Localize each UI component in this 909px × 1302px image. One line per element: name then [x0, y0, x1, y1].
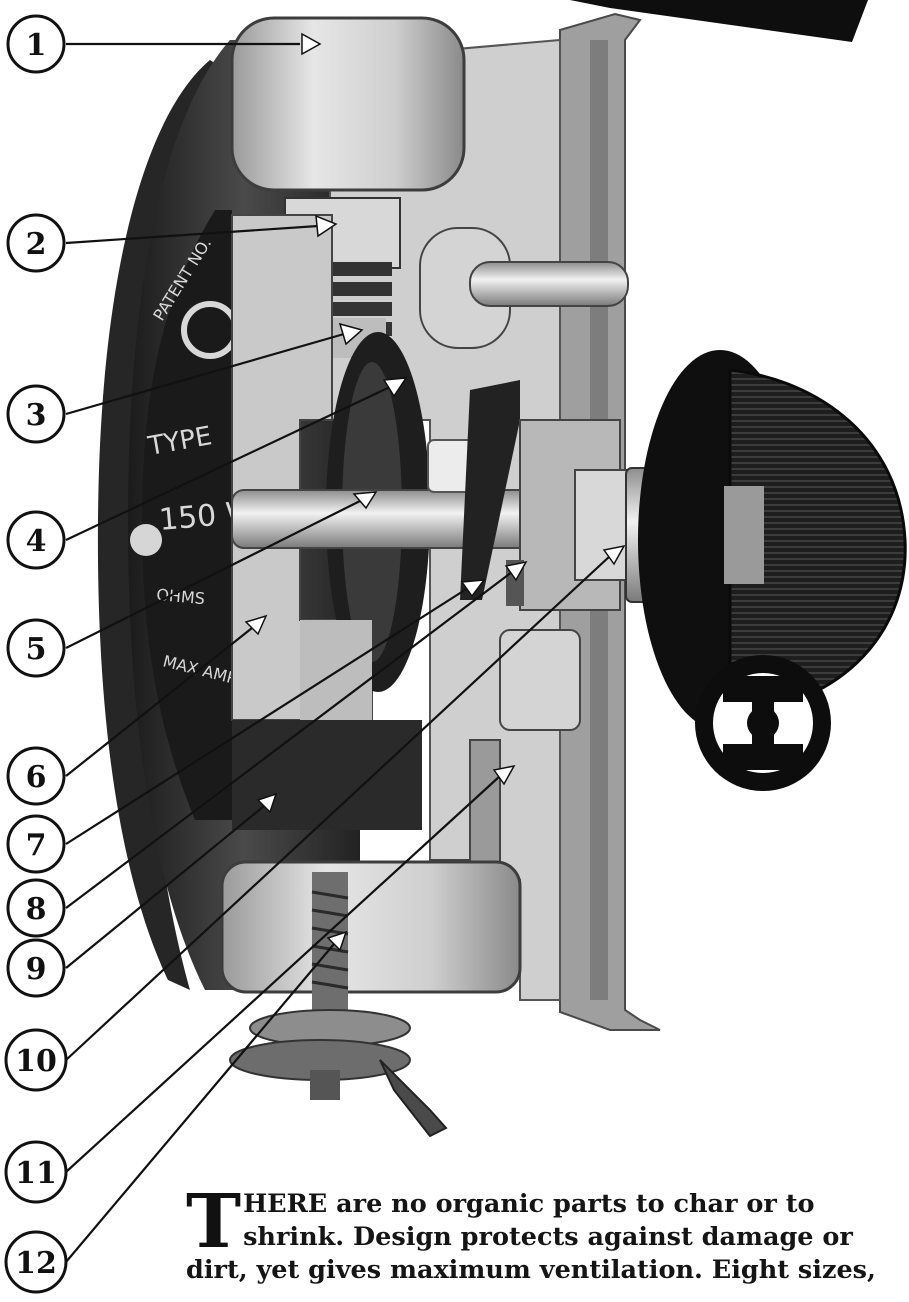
leader-arrowheads [244, 32, 626, 952]
leader-4 [65, 385, 393, 541]
top-black-corner [570, 0, 868, 42]
caption-line-2: shrink. Design protects against damage o… [243, 1222, 853, 1252]
top-cap [230, 16, 466, 192]
nameplate-rivet [130, 524, 162, 556]
leader-3 [65, 332, 345, 416]
callout-circle-4 [6, 510, 66, 570]
callout-circle-10 [4, 1028, 68, 1092]
leader-5 [65, 499, 363, 649]
leader-9 [65, 805, 265, 969]
nameplate [142, 210, 232, 820]
terminal-screw-threads [311, 890, 349, 990]
callout-circles [4, 14, 68, 1294]
callout-number-11: 11 [15, 1156, 57, 1191]
callout-number-6: 6 [26, 760, 47, 795]
description-caption: T HERE are no organic parts to char or t… [186, 1179, 906, 1287]
nameplate-ohms: OHMS [156, 585, 206, 608]
leader-6 [65, 627, 253, 777]
callout-number-5: 5 [26, 632, 47, 667]
callout-circle-12 [4, 1230, 68, 1294]
callout-circle-2 [6, 213, 66, 273]
callout-circle-5 [6, 618, 66, 678]
leader-2 [65, 224, 319, 245]
leader-lines [65, 42, 611, 1263]
contact-arm-slant [460, 380, 520, 600]
knob-shaft-end [724, 486, 764, 584]
upper-rod [469, 261, 629, 307]
callout-number-12: 12 [15, 1246, 57, 1281]
callout-circle-6 [6, 746, 66, 806]
lower-core-shade [232, 720, 422, 830]
caption-dropcap: T [186, 1179, 242, 1265]
callout-circle-7 [6, 814, 66, 874]
callout-circle-1 [6, 14, 66, 74]
callout-number-3: 3 [26, 398, 47, 433]
callout-number-4: 4 [26, 524, 47, 559]
leader-11 [65, 775, 501, 1173]
caption-line-1: HERE are no organic parts to char or to [243, 1189, 815, 1219]
callout-number-2: 2 [26, 227, 47, 262]
callout-numbers: 1 2 3 4 5 6 7 8 9 10 11 12 [15, 28, 57, 1281]
callout-number-8: 8 [26, 892, 47, 927]
leader-12 [65, 943, 335, 1263]
callout-circle-11 [4, 1140, 68, 1204]
outer-housing [97, 60, 240, 990]
callout-number-1: 1 [26, 28, 47, 63]
callout-circle-8 [6, 878, 66, 938]
terminal-block [220, 860, 522, 994]
callout-number-10: 10 [15, 1044, 57, 1079]
callout-circle-3 [6, 384, 66, 444]
lower-spacer [499, 629, 581, 731]
caption-line-3: dirt, yet gives maximum ventilation. Eig… [186, 1255, 876, 1285]
callout-number-7: 7 [26, 828, 47, 863]
leader-7 [65, 587, 469, 845]
leader-10 [65, 555, 611, 1061]
callout-number-9: 9 [26, 952, 47, 987]
terminal-post [310, 1070, 340, 1100]
solder-lug [379, 1059, 448, 1138]
ohmite-logo-icon [695, 655, 831, 791]
leader-8 [65, 571, 513, 909]
callout-circle-9 [6, 938, 66, 998]
